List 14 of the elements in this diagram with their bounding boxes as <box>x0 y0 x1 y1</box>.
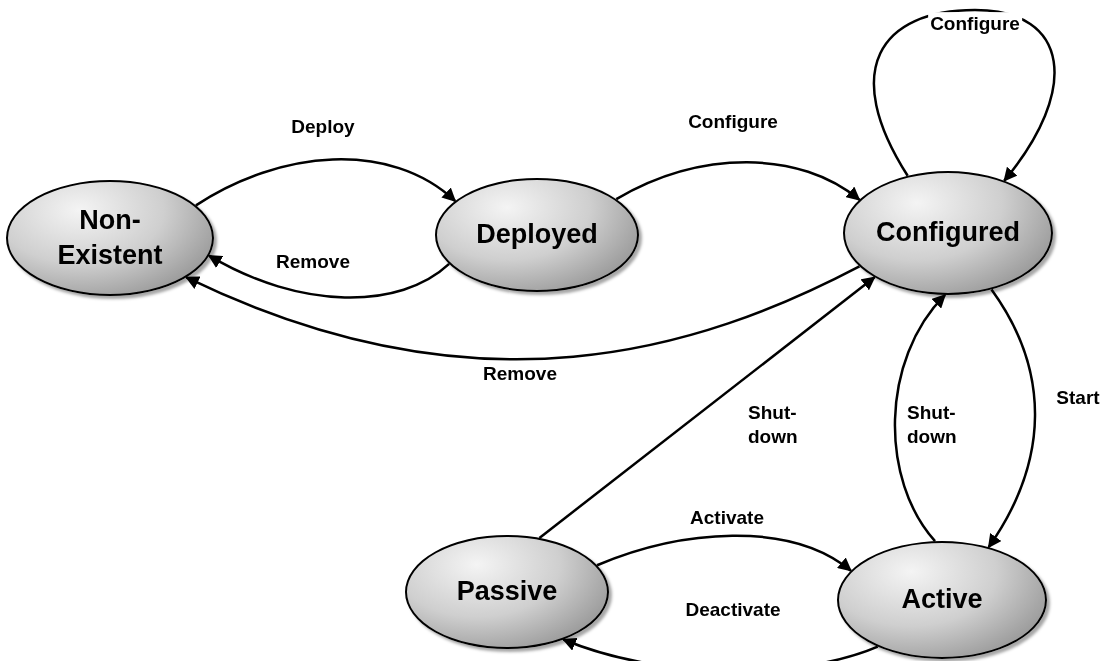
state-name: Active <box>900 583 984 617</box>
transition-arrow <box>195 158 457 207</box>
state-name: Deployed <box>475 218 599 252</box>
edge-label: Configure <box>928 12 1022 36</box>
transition-arrow <box>562 637 879 661</box>
transition-arrow <box>987 288 1037 549</box>
transition-arrow <box>596 534 852 572</box>
transition-arrow <box>615 161 861 201</box>
transition-arrow <box>872 8 1056 182</box>
state-name: Passive <box>455 575 559 609</box>
state-name: Configured <box>875 216 1021 250</box>
state-name: Non- Existent <box>56 203 164 272</box>
transition-arrow <box>185 265 860 361</box>
transition-arrow <box>893 293 946 542</box>
